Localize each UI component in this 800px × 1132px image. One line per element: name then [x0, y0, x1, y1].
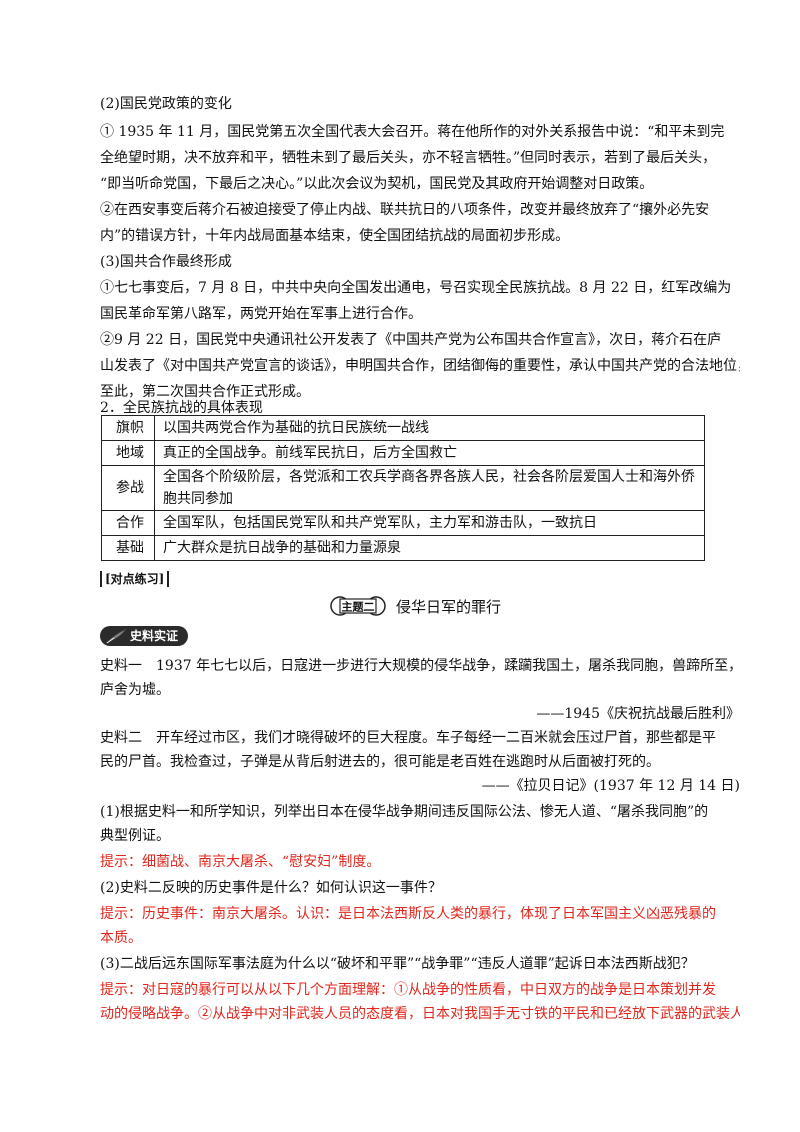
- source-citation: ——1945《庆祝抗战最后胜利》: [536, 706, 740, 722]
- paragraph-line: ①七七事变后，7 月 8 日，中共中央向全国发出通电，号召实现全民族抗战。8 月…: [100, 280, 732, 296]
- paragraph-line: 国民革命军第八路军，两党开始在军事上进行合作。: [100, 306, 422, 322]
- answer-line: 本质。: [100, 930, 142, 946]
- answer-line: 提示：历史事件：南京大屠杀。认识：是日本法西斯反人类的暴行，体现了日本军国主义凶…: [100, 906, 716, 922]
- paragraph-line: “即当听命党国，下最后之决心。”以此次会议为契机，国民党及其政府开始调整对日政策…: [100, 176, 654, 192]
- question-line: (3)二战后远东国际军事法庭为什么以“破坏和平罪”“战争罪”“违反人道罪”起诉日…: [100, 956, 695, 972]
- table-value: 广大群众是抗日战争的基础和力量源泉: [154, 535, 705, 561]
- paragraph-line: ① 1935 年 11 月，国民党第五次全国代表大会召开。蒋在他所作的对外关系报…: [100, 124, 725, 140]
- table-key: 基础: [101, 535, 155, 561]
- table-value: 全国各个阶级阶层，各党派和工农兵学商各界各族人民，社会各阶层爱国人士和海外侨胞共…: [154, 465, 705, 511]
- summary-table: 旗帜 以国共两党合作为基础的抗日民族统一战线 地域 真正的全国战争。前线军民抗日…: [101, 415, 705, 561]
- answer-line: 提示：细菌战、南京大屠杀、“慰安妇”制度。: [100, 854, 381, 870]
- source-citation: ——《拉贝日记》(1937 年 12 月 14 日): [481, 778, 740, 794]
- theme-badge-icon: 主题二: [330, 596, 386, 616]
- question-line: (2)史料二反映的历史事件是什么？如何认识这一事件？: [100, 880, 442, 896]
- paragraph-line: 至此，第二次国共合作正式形成。: [100, 384, 310, 400]
- answer-line: 提示：对日寇的暴行可以从以下几个方面理解：①从战争的性质看，中日双方的战争是日本…: [100, 982, 716, 998]
- paragraph-line: ②在西安事变后蒋介石被迫接受了停止内战、联共抗日的八项条件，改变并最终放弃了“攘…: [100, 202, 710, 218]
- paragraph-line: ②9 月 22 日，国民党中央通讯社公开发表了《中国共产党为公布国共合作宣言》，…: [100, 332, 722, 348]
- practice-tag: [对点练习]: [100, 571, 170, 587]
- source-line: 史料一 1937 年七七以后，日寇进一步进行大规模的侵华战争，蹂躏我国土，屠杀我…: [100, 658, 740, 674]
- table-row: 参战 全国各个阶级阶层，各党派和工农兵学商各界各族人民，社会各阶层爱国人士和海外…: [101, 465, 705, 511]
- item-heading: 2．全民族抗战的具体表现: [100, 400, 263, 416]
- section-heading: (2)国民党政策的变化: [100, 96, 232, 112]
- table-row: 基础 广大群众是抗日战争的基础和力量源泉: [101, 535, 705, 561]
- table-key: 合作: [101, 510, 155, 536]
- source-line: 史料二 开车经过市区，我们才晓得破坏的巨大程度。车子每经一二百米就会压过尸首，那…: [100, 730, 716, 746]
- table-value: 真正的全国战争。前线军民抗日，后方全国救亡: [154, 440, 705, 466]
- answer-line: 动的侵略战争。②从战争中对非武装人员的态度看，日本对我国手无寸铁的平民和已经放下…: [100, 1006, 740, 1022]
- table-key: 参战: [101, 465, 155, 511]
- question-line: (1)根据史料一和所学知识，列举出日本在侵华战争期间违反国际公法、惨无人道、“屠…: [100, 804, 709, 820]
- table-value: 全国军队，包括国民党军队和共产党军队，主力军和游击队，一致抗日: [154, 510, 705, 536]
- table-value: 以国共两党合作为基础的抗日民族统一战线: [154, 415, 705, 441]
- table-row: 合作 全国军队，包括国民党军队和共产党军队，主力军和游击队，一致抗日: [101, 510, 705, 536]
- table-row: 地域 真正的全国战争。前线军民抗日，后方全国救亡: [101, 440, 705, 466]
- question-line: 典型例证。: [100, 828, 170, 844]
- table-key: 地域: [101, 440, 155, 466]
- source-badge: 史料实证: [100, 625, 189, 647]
- subheading: (3)国共合作最终形成: [100, 254, 232, 270]
- paragraph-line: 全绝望时期，决不放弃和平，牺牲未到了最后关头，亦不轻言牺牲。”但同时表示，若到了…: [100, 150, 717, 166]
- table-row: 旗帜 以国共两党合作为基础的抗日民族统一战线: [101, 415, 705, 441]
- quill-icon: [105, 627, 128, 644]
- theme-header: 主题二 侵华日军的罪行: [330, 594, 501, 618]
- theme-title: 侵华日军的罪行: [396, 597, 502, 616]
- table-key: 旗帜: [101, 415, 155, 441]
- source-line: 庐舍为墟。: [100, 682, 170, 698]
- theme-badge-text: 主题二: [342, 600, 375, 614]
- source-line: 民的尸首。我检查过，子弹是从背后射进去的，很可能是老百姓在逃跑时从后面被打死的。: [100, 754, 660, 770]
- paragraph-line: 山发表了《对中国共产党宣言的谈话》，申明国共合作，团结御侮的重要性，承认中国共产…: [100, 358, 740, 374]
- paragraph-line: 内”的错误方针，十年内战局面基本结束，使全国团结抗战的局面初步形成。: [100, 228, 570, 244]
